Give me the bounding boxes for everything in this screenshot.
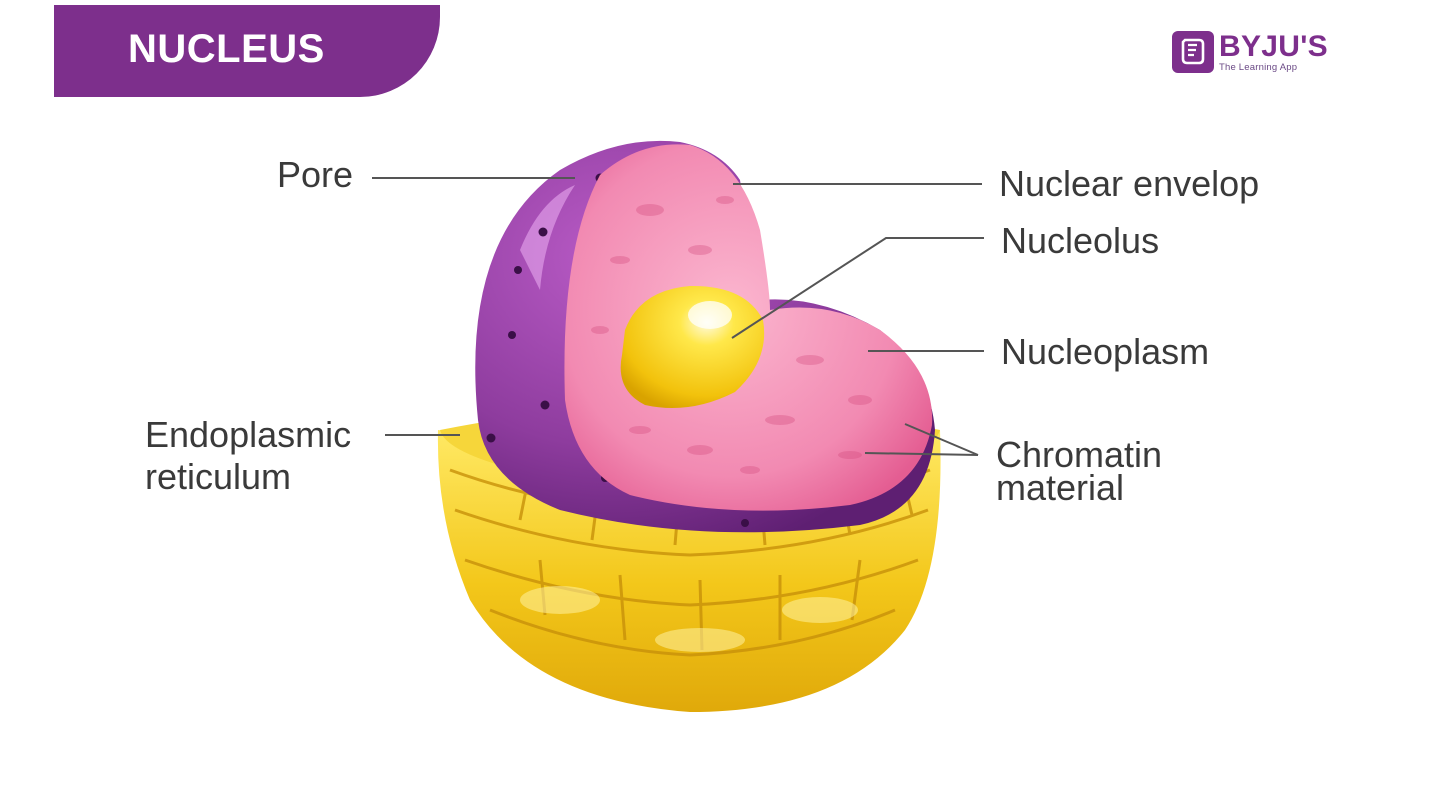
byjus-book-icon — [1172, 31, 1214, 73]
label-pore: Pore — [277, 154, 354, 195]
label-nucleoplasm: Nucleoplasm — [1001, 331, 1210, 372]
logo-name: BYJU'S — [1219, 29, 1328, 63]
label-chromatin-material: Chromatin material — [996, 434, 1163, 508]
label-nucleolus: Nucleolus — [1001, 220, 1160, 261]
chromatin-leader-line-a — [904, 423, 979, 456]
byjus-logo: BYJU'S The Learning App — [1172, 28, 1328, 76]
label-nuclear-envelop: Nuclear envelop — [999, 163, 1260, 204]
title-banner: NUCLEUS — [54, 5, 440, 97]
nucleolus-leader-line — [731, 237, 984, 339]
page-title: NUCLEUS — [128, 27, 325, 71]
chromatin-leader-line-b — [864, 452, 979, 456]
label-endoplasmic-reticulum: Endoplasmic reticulum — [145, 414, 352, 497]
logo-tagline: The Learning App — [1219, 61, 1298, 73]
nucleolus-shape — [620, 285, 765, 409]
leader-lines — [372, 177, 984, 456]
